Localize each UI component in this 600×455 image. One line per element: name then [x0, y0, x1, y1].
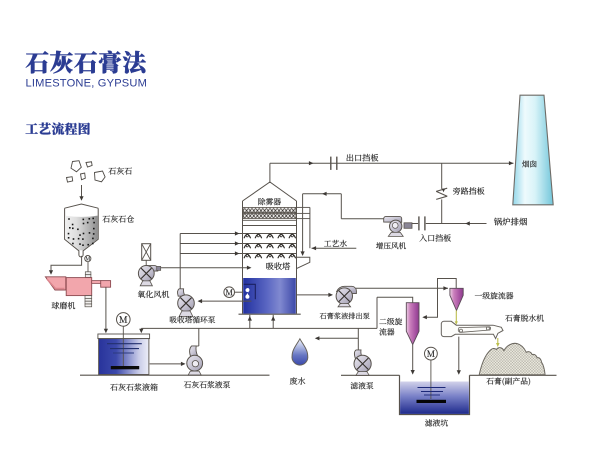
svg-text:LIMESTONE, GYPSUM: LIMESTONE, GYPSUM [26, 78, 148, 90]
